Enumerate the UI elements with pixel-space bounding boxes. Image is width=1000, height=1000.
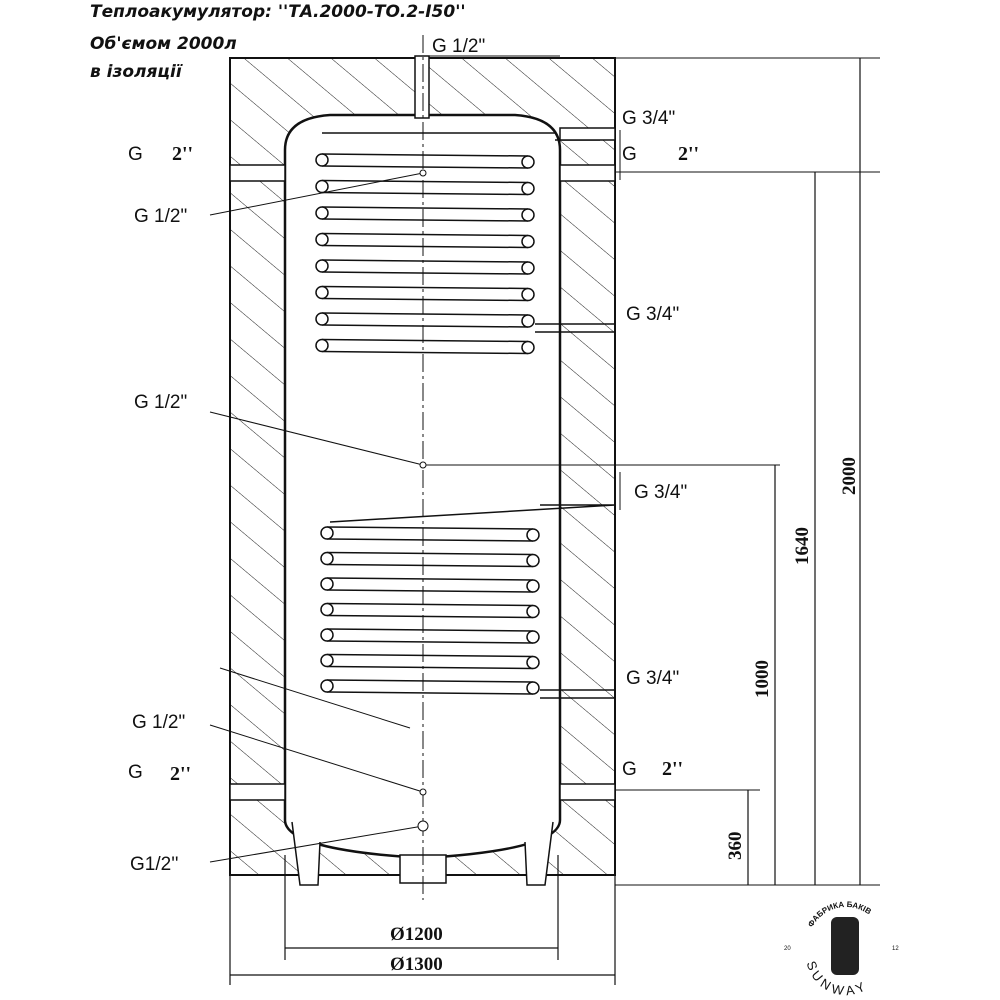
port-coil1-lower-label: G 3/4" xyxy=(626,304,679,325)
coil-pipe-end xyxy=(320,679,334,693)
coil-pipe-end xyxy=(521,261,535,275)
coil-pipe-end xyxy=(521,234,535,249)
coil-pipe-end xyxy=(320,602,334,617)
title-line-1: Теплоакумулятор: ''ТА.2000-ТО.2-І50'' xyxy=(90,2,466,22)
coil-pipe-end xyxy=(526,528,540,542)
coil-pipe-end xyxy=(320,628,334,642)
port-top-right-g: G xyxy=(622,144,637,165)
coil-turn xyxy=(326,679,534,695)
port-top-label: G 1/2" xyxy=(432,36,485,57)
leader-lines xyxy=(209,55,880,886)
pipe-connections xyxy=(229,127,616,801)
logo-year-right: 12 xyxy=(892,946,899,952)
coil-turn xyxy=(321,153,529,169)
coil-pipe-end xyxy=(526,655,540,670)
coil-pipe-end xyxy=(526,553,540,568)
coil-pipe-end xyxy=(521,287,535,302)
logo-year-left: 20 xyxy=(784,946,791,952)
coil-pipe-end xyxy=(521,208,535,222)
lower-heat-exchanger-coil xyxy=(320,504,616,699)
sunway-logo: ФАБРИКА БАКІВ SUNWAY 20 12 xyxy=(784,900,899,999)
coil-turn xyxy=(321,232,529,249)
port-coil2-upper-label: G 3/4" xyxy=(634,482,687,503)
port-coil1-upper-label: G 3/4" xyxy=(622,108,675,129)
coil-pipe-end xyxy=(526,630,540,644)
coil-pipe-end xyxy=(315,312,329,326)
coil-pipe-end xyxy=(320,653,334,668)
coil-pipe-end xyxy=(521,314,535,328)
title-line-2: Об'ємом 2000л xyxy=(90,34,237,54)
coil-pipe-end xyxy=(315,179,329,194)
coil-pipe-end xyxy=(315,285,329,300)
coil-pipe-end xyxy=(315,338,329,353)
coil-turn xyxy=(321,338,529,355)
coil-pipe-end xyxy=(521,340,535,355)
coil-turn xyxy=(321,206,529,222)
drain-label: G1/2'' xyxy=(130,854,178,875)
upper-heat-exchanger-coil xyxy=(315,132,615,355)
coil-pipe-end xyxy=(320,577,334,591)
coil-turn xyxy=(326,653,534,670)
dimension-diameter-1300: Ø1300 xyxy=(390,954,443,975)
coil-turn xyxy=(321,285,529,302)
dimension-1640: 1640 xyxy=(792,527,813,565)
coil-turn xyxy=(321,259,529,275)
coil-pipe-end xyxy=(315,259,329,273)
dimension-1000: 1000 xyxy=(752,660,773,698)
coil-turn xyxy=(326,526,534,542)
coil-turn xyxy=(326,577,534,593)
port-top-right-size: 2'' xyxy=(678,143,699,165)
coil-pipe-end xyxy=(320,526,334,540)
sensor-upper-label: G 1/2" xyxy=(134,206,187,227)
sensor-lower-label: G 1/2" xyxy=(132,712,185,733)
coil-pipe-end xyxy=(521,181,535,196)
logo-tank-icon xyxy=(831,917,859,975)
coil-pipe-end xyxy=(320,551,334,566)
port-bottom-right-size: 2'' xyxy=(662,758,683,780)
coil-pipe-end xyxy=(526,579,540,593)
port-top-left-g: G xyxy=(128,144,143,165)
coil-turn xyxy=(326,602,534,619)
coil-turn xyxy=(321,312,529,328)
coil-pipe-end xyxy=(315,232,329,247)
coil-pipe-end xyxy=(526,604,540,619)
port-bottom-left-g: G xyxy=(128,762,143,783)
port-bottom-left-size: 2'' xyxy=(170,763,191,785)
dimension-360: 360 xyxy=(725,832,746,861)
dimension-diameter-1200: Ø1200 xyxy=(390,924,443,945)
coil-pipe-end xyxy=(315,153,329,167)
dimension-2000: 2000 xyxy=(839,457,860,495)
dimension-lines xyxy=(229,58,861,985)
title-line-3: в ізоляції xyxy=(90,62,182,82)
port-bottom-right-g: G xyxy=(622,759,637,780)
coil-pipe-end xyxy=(521,155,535,169)
sensor-middle-label: G 1/2" xyxy=(134,392,187,413)
port-top-left-size: 2'' xyxy=(172,143,193,165)
coil-turn xyxy=(321,179,529,196)
coil-pipe-end xyxy=(526,681,540,695)
coil-turn xyxy=(326,628,534,644)
coil-turn xyxy=(326,551,534,568)
coil-pipe-end xyxy=(315,206,329,220)
port-coil2-lower-label: G 3/4" xyxy=(626,668,679,689)
